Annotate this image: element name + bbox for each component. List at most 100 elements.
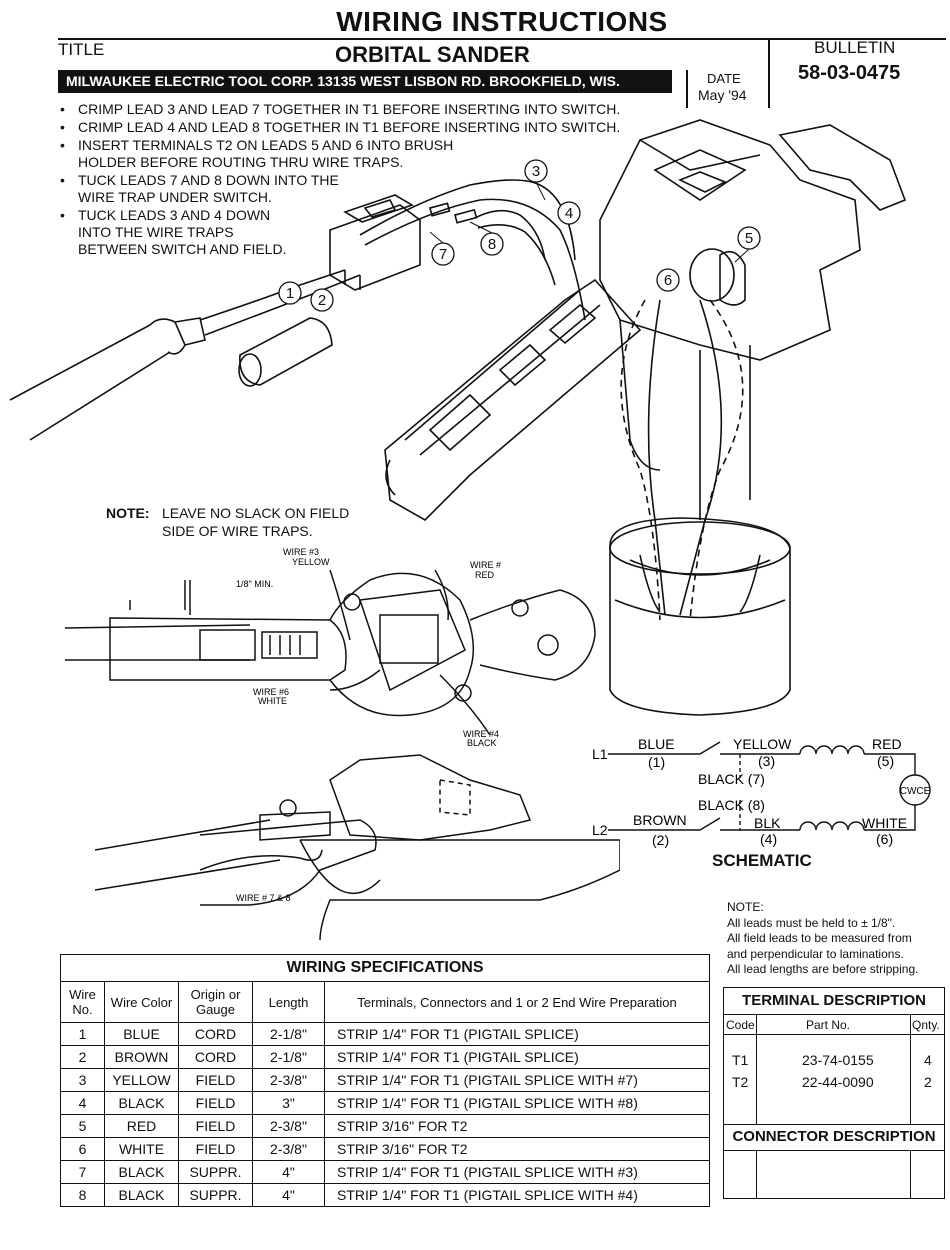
callout-1-label: 1 <box>286 285 294 302</box>
notes-line: and perpendicular to laminations. <box>727 946 904 961</box>
wire3-color: YELLOW <box>292 557 330 567</box>
terminal-row-qty: 2 <box>924 1074 932 1090</box>
main-title: WIRING INSTRUCTIONS <box>336 6 668 37</box>
notes-label: NOTE: <box>727 900 764 914</box>
blk-number: (4) <box>760 831 777 847</box>
housing-tab <box>778 124 907 211</box>
instruction-item: TUCK LEADS 7 AND 8 DOWN INTO THE WIRE TR… <box>60 172 378 206</box>
cord-strain-relief <box>149 318 186 355</box>
terminal-col-code: Code <box>726 1018 755 1032</box>
suppressor-capacitor <box>239 317 333 386</box>
lead-notes: NOTE: All leads must be held to ± 1/8". … <box>727 900 947 978</box>
header-divider <box>768 38 770 108</box>
yellow-label: YELLOW <box>733 736 792 752</box>
brown-number: (2) <box>652 832 669 848</box>
brush-cap <box>653 149 747 201</box>
col-header: Terminals, Connectors and 1 or 2 End Wir… <box>324 981 710 1023</box>
connector-title: CONNECTOR DESCRIPTION <box>732 1128 936 1145</box>
handle-housing <box>384 278 642 521</box>
wire6-label: WIRE #6 <box>253 687 289 697</box>
callout-8-label: 8 <box>488 236 496 253</box>
notes-line: All lead lengths are before stripping. <box>727 962 919 976</box>
top-handle <box>109 617 347 681</box>
callout-5-label: 5 <box>745 230 753 247</box>
terminal-row-part: 22-44-0090 <box>802 1074 874 1090</box>
sander-top-view-diagram: WIRE #3 YELLOW WIRE # RED 1/8" MIN. WIRE… <box>64 547 596 748</box>
callout-6 <box>656 268 680 292</box>
col-header: Origin or Gauge <box>178 981 253 1023</box>
instruction-item: CRIMP LEAD 4 AND LEAD 8 TOGETHER IN T1 B… <box>60 119 670 136</box>
sander-side-view-diagram: WIRE # 7 & 8 <box>94 754 620 941</box>
header-rule <box>58 38 946 40</box>
callout-1 <box>278 281 302 305</box>
l2-label: L2 <box>592 822 608 838</box>
power-cord <box>9 324 171 441</box>
sander-exploded-diagram: 1 2 3 4 5 6 7 8 <box>9 119 907 716</box>
title-label: TITLE <box>58 40 105 59</box>
product-title: ORBITAL SANDER <box>335 42 530 67</box>
notes-line: All leads must be held to ± 1/8". <box>727 915 896 930</box>
wire78-label: WIRE # 7 & 8 <box>236 893 291 903</box>
terminal-row-code: T2 <box>732 1074 749 1090</box>
terminal-description-box: TERMINAL DESCRIPTION Code Part No. Qnty.… <box>723 987 945 1199</box>
white-number: (6) <box>876 831 893 847</box>
motor-symbol <box>899 774 931 806</box>
col-header: Length <box>252 981 325 1023</box>
wire4-label: WIRE #4 <box>463 729 499 739</box>
instruction-item: TUCK LEADS 3 AND 4 DOWN INTO THE WIRE TR… <box>60 207 293 258</box>
terminal-col-qty: Qnty. <box>912 1018 940 1032</box>
callout-2 <box>310 288 334 312</box>
schematic-title: SCHEMATIC <box>712 851 812 870</box>
instruction-item: INSERT TERMINALS T2 ON LEADS 5 AND 6 INT… <box>60 137 498 171</box>
terminal-col-part: Part No. <box>806 1018 851 1032</box>
wire5-color: RED <box>475 570 495 580</box>
yellow-number: (3) <box>758 753 775 769</box>
date-value: May '94 <box>698 87 747 103</box>
blue-label: BLUE <box>638 736 675 752</box>
blue-number: (1) <box>648 754 665 770</box>
min-clearance-label: 1/8" MIN. <box>236 579 273 589</box>
field-stator <box>609 517 791 716</box>
red-label: RED <box>872 736 902 752</box>
instruction-item: CRIMP LEAD 3 AND LEAD 7 TOGETHER IN T1 B… <box>60 101 670 118</box>
brown-label: BROWN <box>633 812 687 828</box>
callout-6-label: 6 <box>664 272 672 289</box>
col-header: Wire No. <box>60 981 105 1023</box>
table-title: WIRING SPECIFICATIONS <box>60 954 710 982</box>
black7-label: BLACK (7) <box>698 771 765 787</box>
terminal-row-code: T1 <box>732 1052 749 1068</box>
terminal-title: TERMINAL DESCRIPTION <box>742 992 926 1009</box>
blk-label: BLK <box>754 815 781 831</box>
callout-4-label: 4 <box>565 205 573 222</box>
bulletin-label: BULLETIN <box>814 38 896 57</box>
company-bar: MILWAUKEE ELECTRIC TOOL CORP. 13135 WEST… <box>58 70 672 93</box>
wire-trap-note-line-2: SIDE OF WIRE TRAPS. <box>162 523 313 539</box>
motor-label: CWCE <box>900 786 931 797</box>
red-number: (5) <box>877 753 894 769</box>
callout-7-label: 7 <box>439 246 447 263</box>
instruction-list: CRIMP LEAD 3 AND LEAD 7 TOGETHER IN T1 B… <box>60 101 670 259</box>
col-header: Wire Color <box>104 981 179 1023</box>
callout-3-label: 3 <box>532 163 540 180</box>
date-divider <box>686 70 688 108</box>
coil-top <box>799 745 865 755</box>
bulletin-number: 58-03-0475 <box>798 62 901 84</box>
notes-line: All field leads to be measured from <box>727 931 912 945</box>
black8-label: BLACK (8) <box>698 797 765 813</box>
wire6-color: WHITE <box>258 696 287 706</box>
wiring-specifications-table: WIRING SPECIFICATIONS Wire No. Wire Colo… <box>60 954 710 1207</box>
terminal-row-qty: 4 <box>924 1052 932 1068</box>
l1-label: L1 <box>592 746 608 762</box>
motor-housing <box>599 119 861 361</box>
date-label: DATE <box>707 71 741 86</box>
wire4-color: BLACK <box>467 738 497 748</box>
wiring-schematic: L1 L2 BLUE (1) BROWN (2) YELLOW (3) RED … <box>592 736 931 848</box>
